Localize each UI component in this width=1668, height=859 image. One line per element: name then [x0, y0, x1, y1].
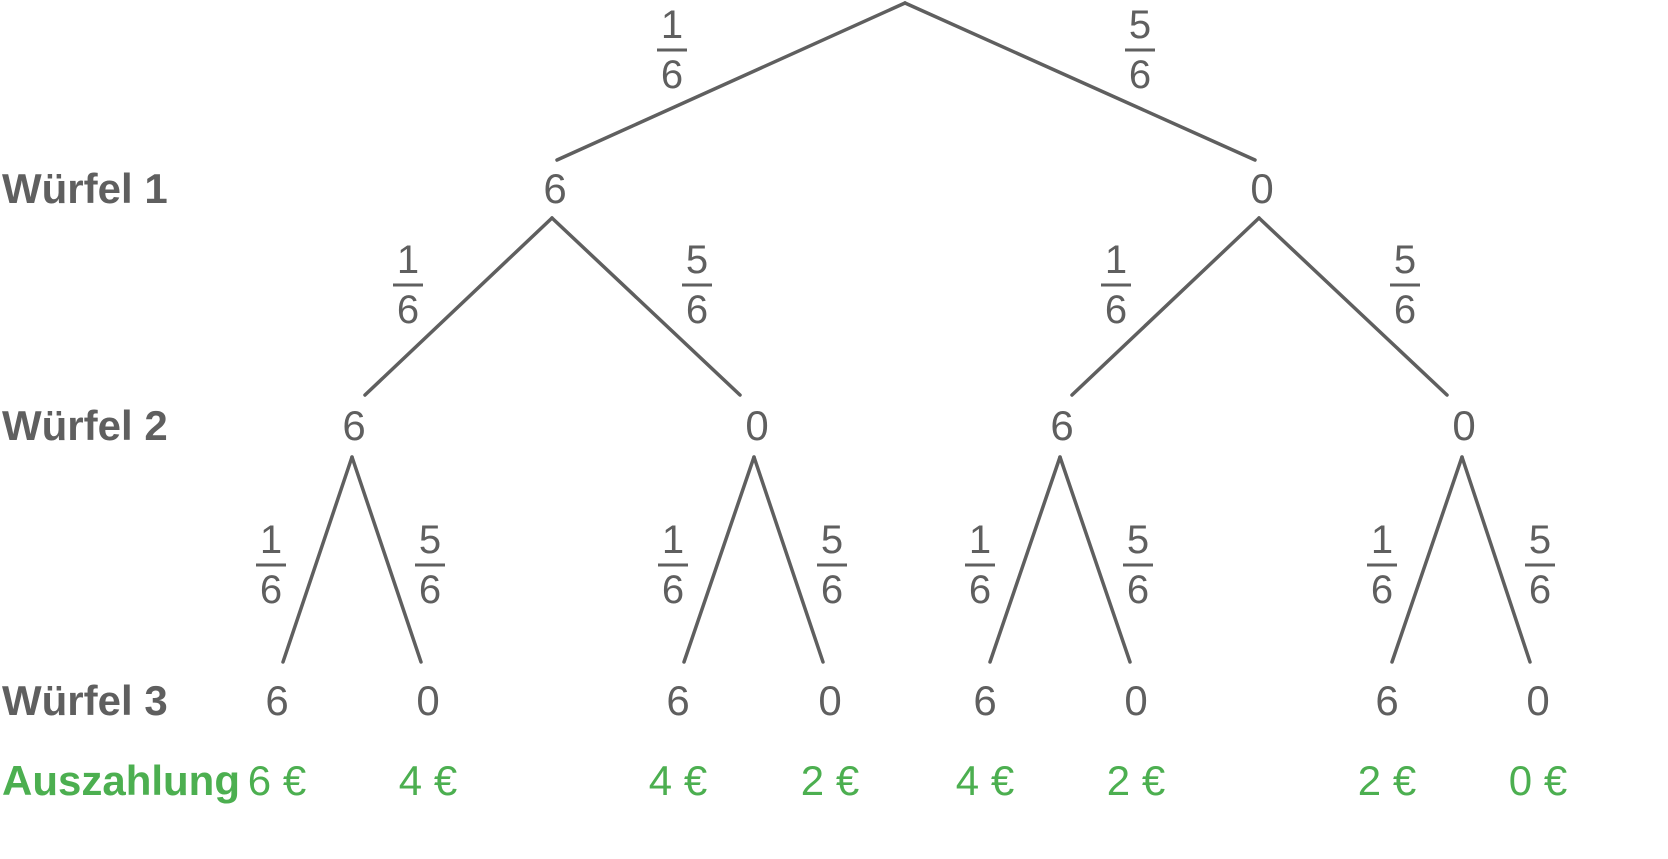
- edge-w1-to-w2-3: [1257, 216, 1449, 397]
- probability-w2-six: 16: [393, 238, 423, 332]
- edge-w2-to-w3-2: [682, 455, 756, 664]
- probability-w2-not-six: 56: [1390, 238, 1420, 332]
- fraction-denominator: 6: [661, 53, 683, 97]
- w3-outcome-6: 6: [973, 677, 996, 724]
- fraction-numerator: 1: [661, 3, 683, 47]
- probability-w3-six: 16: [1367, 518, 1397, 612]
- probability-w3-not-six: 56: [1525, 518, 1555, 612]
- fraction-denominator: 6: [1127, 568, 1149, 612]
- row-label-wuerfel-1: Würfel 1: [2, 165, 168, 212]
- edge-w2-to-w3-5: [1058, 455, 1132, 664]
- fraction-numerator: 1: [260, 518, 282, 562]
- payout-value: 4 €: [956, 757, 1014, 804]
- probability-w3-not-six: 56: [415, 518, 445, 612]
- edge-w1-to-w2-2: [1070, 216, 1261, 397]
- edge-root-to-w1-six: [555, 1, 907, 162]
- tree-edges: [281, 1, 1532, 664]
- payout-value: 2 €: [801, 757, 859, 804]
- w2-outcome-6: 6: [342, 402, 365, 449]
- fraction-denominator: 6: [419, 568, 441, 612]
- probability-root-six: 16: [657, 3, 687, 97]
- probability-w3-six: 16: [256, 518, 286, 612]
- row-label-wuerfel-2: Würfel 2: [2, 402, 168, 449]
- w3-outcome-0: 0: [1124, 677, 1147, 724]
- edge-root-to-w1-zero: [903, 1, 1257, 162]
- payout-value: 0 €: [1509, 757, 1567, 804]
- fraction-denominator: 6: [260, 568, 282, 612]
- edge-w2-to-w3-6: [1390, 455, 1464, 664]
- fraction-numerator: 5: [1127, 518, 1149, 562]
- w3-outcome-6: 6: [1375, 677, 1398, 724]
- w3-outcome-6: 6: [666, 677, 689, 724]
- fraction-numerator: 1: [969, 518, 991, 562]
- probability-w3-not-six: 56: [1123, 518, 1153, 612]
- edge-w2-to-w3-7: [1460, 455, 1532, 664]
- fraction-numerator: 5: [1129, 3, 1151, 47]
- fraction-numerator: 5: [1394, 238, 1416, 282]
- payout-value: 4 €: [399, 757, 457, 804]
- w1-outcome-0: 0: [1250, 165, 1273, 212]
- fraction-denominator: 6: [969, 568, 991, 612]
- payout-value: 2 €: [1107, 757, 1165, 804]
- payout-value: 4 €: [649, 757, 707, 804]
- probability-w3-six: 16: [658, 518, 688, 612]
- fraction-denominator: 6: [662, 568, 684, 612]
- row-label-auszahlung: Auszahlung: [2, 757, 240, 804]
- fraction-numerator: 1: [397, 238, 419, 282]
- fraction-numerator: 1: [1105, 238, 1127, 282]
- fraction-denominator: 6: [397, 288, 419, 332]
- probability-w3-not-six: 56: [817, 518, 847, 612]
- edge-w1-to-w2-0: [363, 216, 554, 397]
- probability-w2-not-six: 56: [682, 238, 712, 332]
- edge-w2-to-w3-1: [350, 455, 423, 664]
- w3-outcome-6: 6: [265, 677, 288, 724]
- w2-outcome-6: 6: [1050, 402, 1073, 449]
- w1-outcome-6: 6: [543, 165, 566, 212]
- w2-outcome-0: 0: [745, 402, 768, 449]
- w3-outcome-0: 0: [1526, 677, 1549, 724]
- edge-w1-to-w2-1: [550, 216, 742, 397]
- fraction-numerator: 1: [662, 518, 684, 562]
- fraction-numerator: 5: [686, 238, 708, 282]
- fraction-denominator: 6: [1371, 568, 1393, 612]
- fraction-denominator: 6: [821, 568, 843, 612]
- edge-w2-to-w3-4: [988, 455, 1062, 664]
- fraction-denominator: 6: [1105, 288, 1127, 332]
- edge-w2-to-w3-3: [752, 455, 825, 664]
- w3-outcome-0: 0: [818, 677, 841, 724]
- fraction-numerator: 1: [1371, 518, 1393, 562]
- fraction-denominator: 6: [1394, 288, 1416, 332]
- fraction-numerator: 5: [1529, 518, 1551, 562]
- fraction-denominator: 6: [1529, 568, 1551, 612]
- fraction-denominator: 6: [1129, 53, 1151, 97]
- fraction-numerator: 5: [821, 518, 843, 562]
- payout-value: 6 €: [248, 757, 306, 804]
- fraction-denominator: 6: [686, 288, 708, 332]
- probability-w3-six: 16: [965, 518, 995, 612]
- w3-outcome-0: 0: [416, 677, 439, 724]
- probability-root-not-six: 56: [1125, 3, 1155, 97]
- fraction-numerator: 5: [419, 518, 441, 562]
- w2-outcome-0: 0: [1452, 402, 1475, 449]
- row-label-wuerfel-3: Würfel 3: [2, 677, 168, 724]
- edge-w2-to-w3-0: [281, 455, 354, 664]
- payout-value: 2 €: [1358, 757, 1416, 804]
- probability-w2-six: 16: [1101, 238, 1131, 332]
